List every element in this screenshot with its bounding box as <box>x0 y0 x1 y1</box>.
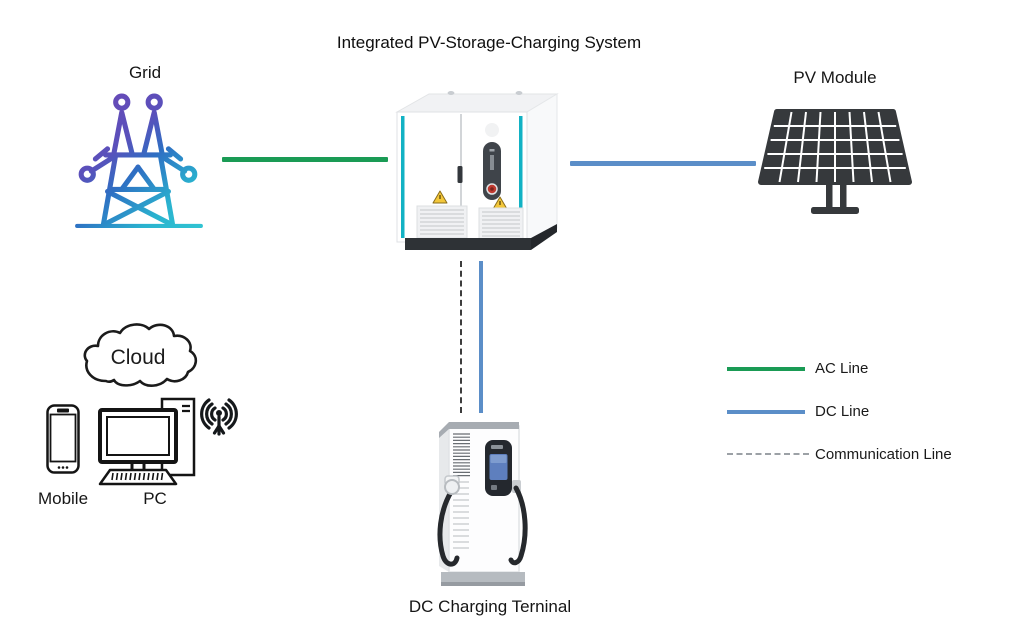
dc-line-cabinet-to-pv <box>570 161 756 166</box>
ev-charger-icon <box>437 422 528 586</box>
legend-dc-line-swatch <box>727 410 805 414</box>
cloud-label: Cloud <box>111 346 166 369</box>
solar-panel-icon <box>758 109 912 214</box>
wireless-signal-icon <box>200 398 238 436</box>
dc-line-cabinet-to-terminal <box>479 261 483 413</box>
communication-line-cabinet-to-terminal <box>460 261 462 413</box>
pc-label: PC <box>143 489 167 508</box>
cloud-icon: Cloud <box>83 323 198 387</box>
legend-ac-line-swatch <box>727 367 805 371</box>
page-title: Integrated PV-Storage-Charging System <box>336 33 642 52</box>
legend-communication-line-swatch <box>727 453 809 455</box>
desktop-computer-icon <box>98 397 196 486</box>
smartphone-icon <box>46 404 80 474</box>
legend-communication-line-label: Communication Line <box>815 446 952 463</box>
pv-storage-cabinet-icon <box>395 91 559 250</box>
transmission-tower-icon <box>75 93 203 228</box>
legend-dc-line-label: DC Line <box>815 403 870 420</box>
dc-charging-terminal-label: DC Charging Terninal <box>408 597 572 616</box>
grid-label: Grid <box>128 63 162 82</box>
ac-line-grid-to-cabinet <box>222 157 388 162</box>
pv-module-label: PV Module <box>793 68 877 87</box>
legend-ac-line-label: AC Line <box>815 360 869 377</box>
mobile-label: Mobile <box>37 489 89 508</box>
